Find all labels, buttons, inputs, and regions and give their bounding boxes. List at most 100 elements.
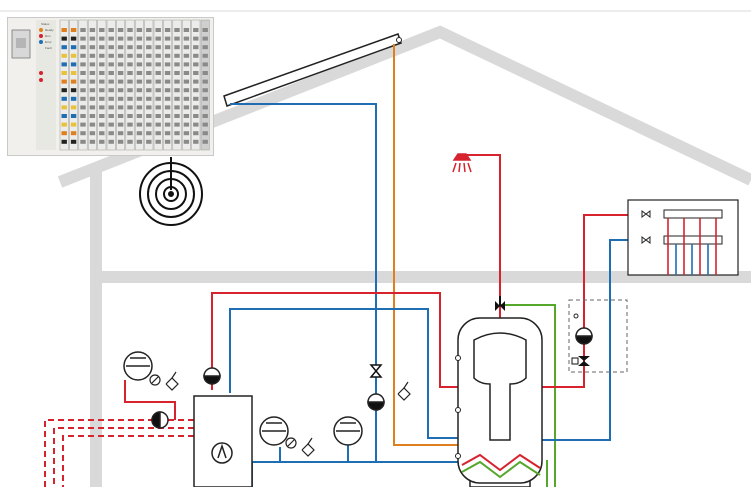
terminal-block xyxy=(183,88,190,93)
terminal-block xyxy=(108,28,114,32)
io-module xyxy=(144,19,154,151)
terminal-block xyxy=(117,131,124,136)
terminal-block xyxy=(127,122,133,127)
dashed-flow-1 xyxy=(44,419,194,487)
terminal-block xyxy=(183,45,190,50)
terminal-block xyxy=(70,105,77,110)
terminal-block xyxy=(202,62,208,67)
io-module xyxy=(87,19,97,151)
terminal-block xyxy=(70,45,77,50)
terminal-block xyxy=(99,36,105,41)
terminal-block xyxy=(146,122,152,127)
terminal-block xyxy=(146,36,152,41)
terminal-block xyxy=(99,28,105,32)
wireless-icon xyxy=(139,157,203,226)
terminal-block xyxy=(127,88,133,93)
terminal-block xyxy=(202,114,208,118)
terminal-block xyxy=(99,62,105,67)
terminal-block xyxy=(108,131,114,136)
terminal-block xyxy=(174,88,180,93)
terminal-block xyxy=(193,71,199,75)
terminal-block xyxy=(127,131,133,136)
terminal-block xyxy=(136,96,143,101)
terminal-block xyxy=(80,131,86,136)
terminal-block xyxy=(174,131,180,136)
terminal-block xyxy=(174,105,180,110)
terminal-block xyxy=(108,79,114,84)
shower-icon xyxy=(452,153,472,173)
terminal-block xyxy=(174,122,180,127)
terminal-block xyxy=(183,53,190,58)
terminal-block xyxy=(155,36,161,41)
terminal-block xyxy=(117,88,124,93)
io-module xyxy=(134,19,144,151)
terminal-block xyxy=(89,53,96,58)
terminal-block xyxy=(70,139,77,144)
terminal-block xyxy=(61,114,67,118)
terminal-block xyxy=(183,62,190,67)
terminal-block xyxy=(193,105,199,110)
terminal-block xyxy=(99,45,105,50)
terminal-block xyxy=(202,122,208,127)
terminal-block xyxy=(108,139,114,144)
terminal-block xyxy=(174,53,180,58)
tank-valve-icon xyxy=(495,296,505,311)
terminal-block xyxy=(117,53,124,58)
terminal-block xyxy=(193,79,199,84)
io-module xyxy=(172,19,182,151)
terminal-block xyxy=(193,62,199,67)
hot-water-pipe xyxy=(461,154,501,320)
terminal-block xyxy=(202,45,208,50)
valve-icon xyxy=(369,364,383,378)
terminal-block xyxy=(80,28,86,32)
terminal-block xyxy=(117,62,124,67)
terminal-block xyxy=(61,88,67,93)
terminal-block xyxy=(127,71,133,75)
terminal-block xyxy=(99,71,105,75)
terminal-block xyxy=(61,122,67,127)
terminal-block xyxy=(80,114,86,118)
terminal-block xyxy=(136,114,143,118)
terminal-block xyxy=(174,28,180,32)
terminal-block xyxy=(108,122,114,127)
terminal-block xyxy=(136,122,143,127)
solar-flow-pipe xyxy=(393,44,458,446)
io-module xyxy=(78,19,88,151)
boiler-flow-pipe xyxy=(211,292,460,390)
terminal-block xyxy=(183,122,190,127)
terminal-block xyxy=(155,105,161,110)
terminal-block xyxy=(183,131,190,136)
terminal-block xyxy=(146,62,152,67)
terminal-block xyxy=(127,105,133,110)
pump-icon xyxy=(151,411,169,429)
terminal-block xyxy=(108,36,114,41)
terminal-block xyxy=(127,36,133,41)
terminal-block xyxy=(202,28,208,32)
controller-modules xyxy=(11,19,210,151)
terminal-block xyxy=(202,36,208,41)
terminal-block xyxy=(193,114,199,118)
terminal-block xyxy=(164,105,171,110)
terminal-block xyxy=(174,62,180,67)
terminal-block xyxy=(61,36,67,41)
terminal-block xyxy=(108,62,114,67)
terminal-block xyxy=(108,45,114,50)
terminal-block xyxy=(146,88,152,93)
terminal-block xyxy=(183,114,190,118)
boiler-bottom-return xyxy=(251,461,280,487)
terminal-block xyxy=(136,139,143,144)
terminal-block xyxy=(89,131,96,136)
terminal-block xyxy=(80,96,86,101)
terminal-block xyxy=(127,53,133,58)
terminal-block xyxy=(70,79,77,84)
terminal-block xyxy=(136,71,143,75)
terminal-block xyxy=(117,79,124,84)
terminal-block xyxy=(136,45,143,50)
terminal-block xyxy=(174,114,180,118)
terminal-block xyxy=(155,139,161,144)
terminal-block xyxy=(127,62,133,67)
terminal-block xyxy=(136,36,143,41)
terminal-block xyxy=(61,53,67,58)
pressure-gauge-icon xyxy=(149,374,297,449)
terminal-block xyxy=(99,131,105,136)
